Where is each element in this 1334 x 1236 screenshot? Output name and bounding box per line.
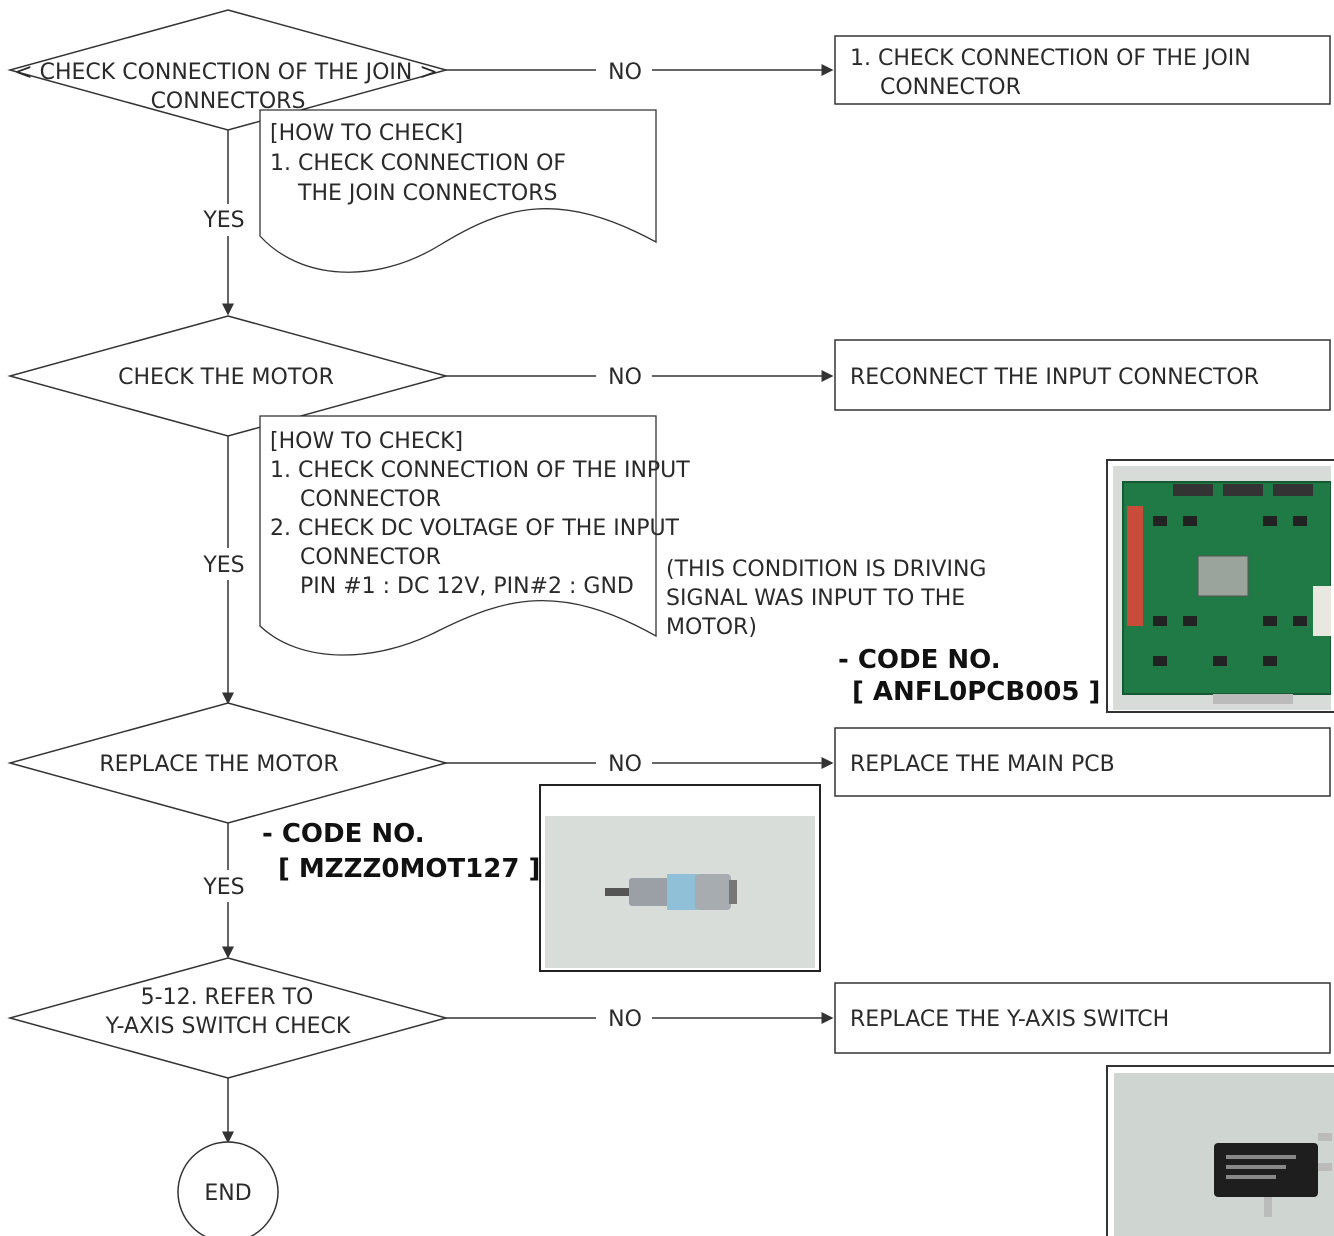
note-1-line1: [HOW TO CHECK]: [270, 121, 463, 146]
action-box-2: [834, 339, 1331, 411]
pcb-code-label: - CODE NO.: [838, 645, 1001, 675]
note-shape-2: [259, 415, 657, 656]
note-2-line2: 1. CHECK CONNECTION OF THE INPUT: [270, 458, 690, 483]
note-shape-1: [259, 109, 657, 273]
switch-image: [1114, 1073, 1334, 1236]
note-1-line3: THE JOIN CONNECTORS: [297, 181, 557, 206]
decision-diamond-1: [7, 9, 449, 131]
no-label-3: NO: [608, 752, 642, 777]
action-3-text: REPLACE THE MAIN PCB: [850, 752, 1115, 777]
decision-diamond-4: [7, 957, 449, 1079]
decision-4-text-line2: Y-AXIS SWITCH CHECK: [105, 1014, 351, 1039]
decision-diamond-3: [7, 702, 449, 824]
motor-photo: [539, 784, 821, 972]
action-1-text-line2: CONNECTOR: [880, 75, 1021, 100]
decision-diamond-2: [7, 315, 449, 437]
action-1-text-line1: 1. CHECK CONNECTION OF THE JOIN: [850, 46, 1251, 71]
action-4-text: REPLACE THE Y-AXIS SWITCH: [850, 1007, 1169, 1032]
pcb-photo: [1106, 459, 1334, 713]
note-2-line4: 2. CHECK DC VOLTAGE OF THE INPUT: [270, 516, 680, 541]
action-box-4: [834, 982, 1331, 1054]
note-2-line6: PIN #1 : DC 12V, PIN#2 : GND: [300, 574, 634, 599]
motor-image: [545, 816, 815, 968]
note-2-line1: [HOW TO CHECK]: [270, 429, 463, 454]
action-box-1: [834, 35, 1331, 105]
end-text: END: [204, 1181, 251, 1206]
decision-2-text: CHECK THE MOTOR: [118, 365, 334, 390]
condition-line2: SIGNAL WAS INPUT TO THE: [666, 586, 965, 611]
note-1-line2: 1. CHECK CONNECTION OF: [270, 151, 566, 176]
condition-line1: (THIS CONDITION IS DRIVING: [666, 557, 986, 582]
decision-3-text: REPLACE THE MOTOR: [99, 752, 338, 777]
switch-photo: [1106, 1065, 1334, 1236]
pcb-code-value: [ ANFL0PCB005 ]: [852, 677, 1100, 707]
note-2-line3: CONNECTOR: [300, 487, 441, 512]
motor-code-label: - CODE NO.: [262, 819, 425, 849]
end-terminal: [177, 1141, 279, 1236]
action-box-3: [834, 727, 1331, 797]
no-label-2: NO: [608, 365, 642, 390]
decision-1-text-line1: < CHECK CONNECTION OF THE JOIN >: [14, 60, 438, 85]
yes-label-1: YES: [202, 208, 244, 233]
yes-label-3: YES: [202, 875, 244, 900]
note-2-line5: CONNECTOR: [300, 545, 441, 570]
pcb-board-image: [1113, 466, 1332, 710]
no-label-1: NO: [608, 60, 642, 85]
yes-label-2: YES: [202, 553, 244, 578]
action-2-text: RECONNECT THE INPUT CONNECTOR: [850, 365, 1259, 390]
decision-4-text-line1: 5-12. REFER TO: [141, 985, 314, 1010]
decision-1-text-line2: CONNECTORS: [151, 89, 306, 114]
no-label-4: NO: [608, 1007, 642, 1032]
motor-code-value: [ MZZZ0MOT127 ]: [278, 854, 540, 884]
condition-line3: MOTOR): [666, 615, 757, 640]
